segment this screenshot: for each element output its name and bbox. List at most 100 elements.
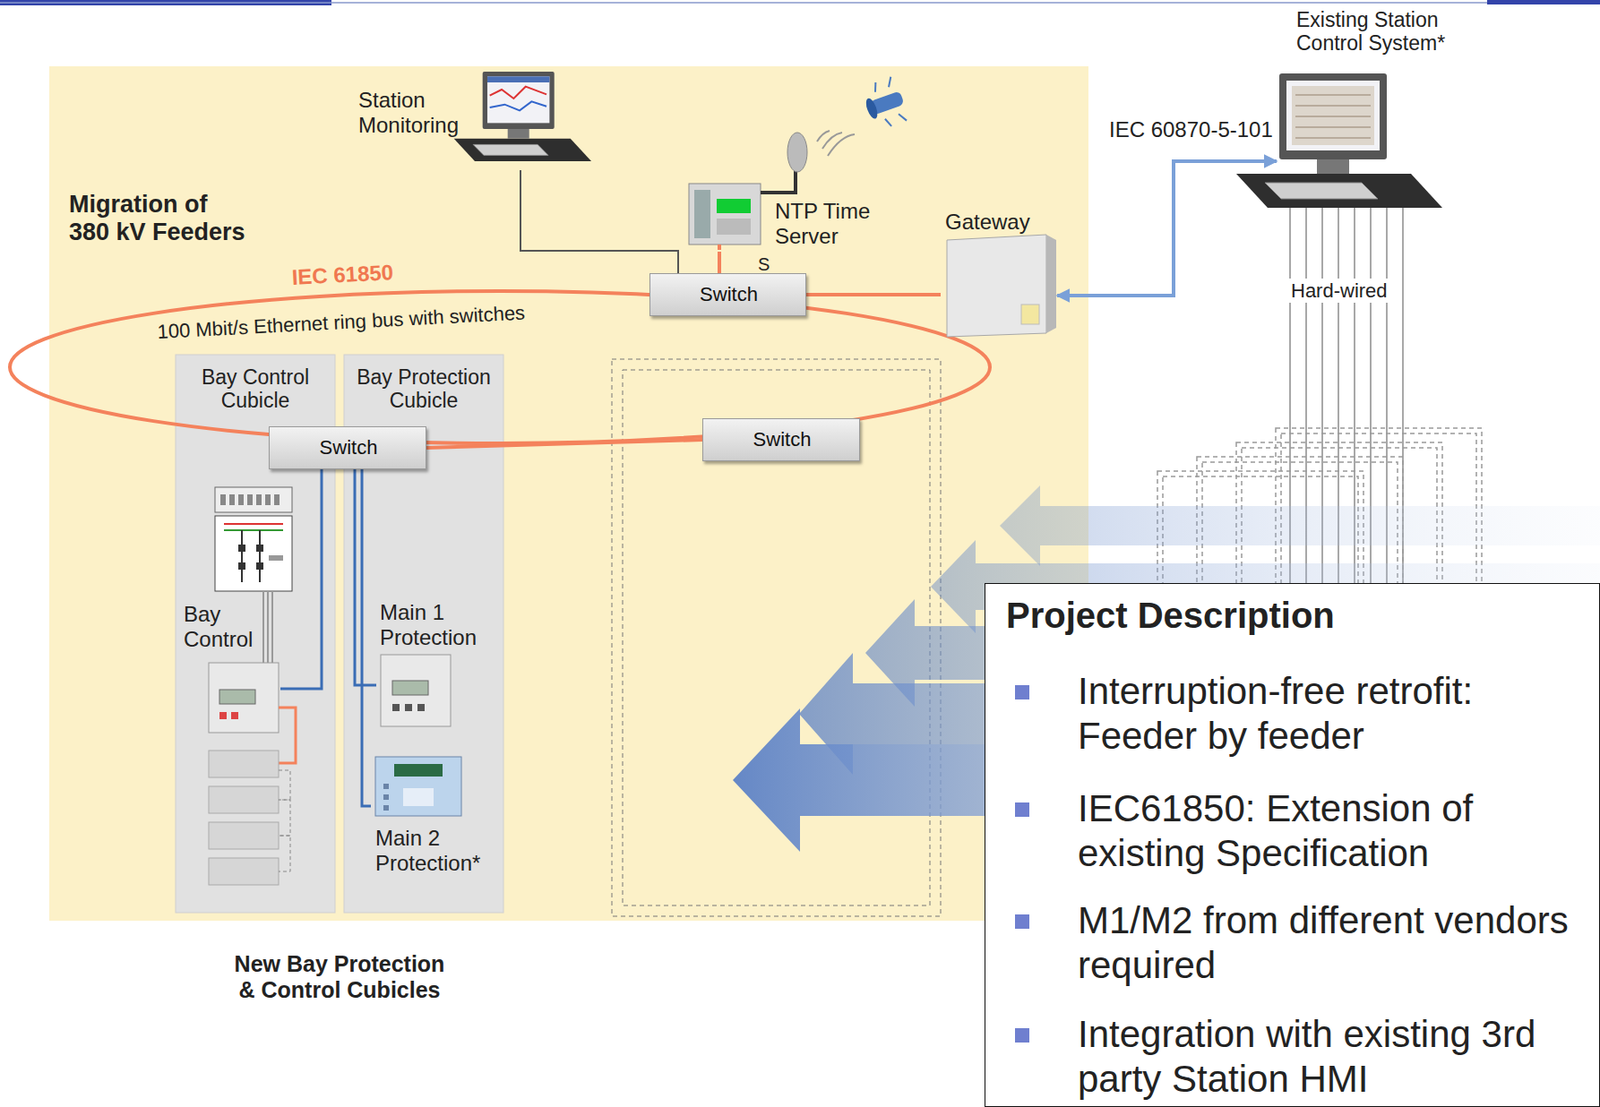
drawn-shape: [262, 591, 265, 663]
drawn-shape: [263, 591, 273, 663]
drawn-shape: [219, 712, 239, 720]
region-band: Migration of 380 kV Feeders Station Monit…: [49, 66, 1089, 921]
text-holder: Interruption-free retrofit: Feeder by fe…: [1077, 669, 1589, 760]
drawn-shape: [383, 783, 389, 790]
drawn-shape: [383, 783, 434, 811]
drawn-shape: [760, 165, 796, 193]
time-server: NTP Time Server: [685, 134, 878, 252]
connector: [717, 251, 722, 274]
drawn-shape: [1295, 104, 1371, 107]
drawn-shape: [208, 750, 279, 778]
drawn-shape: [223, 524, 284, 583]
text-holder: Main 2 Protection*: [375, 825, 487, 876]
node-text: Main 1 Protection: [379, 600, 486, 650]
drawn-shape: [716, 218, 751, 235]
drawn-shape: [0, 1, 1600, 4]
drawn-shape: [238, 562, 246, 570]
drawn-shape: [1487, 0, 1600, 5]
drawn-shape: [240, 530, 243, 583]
drawn-shape: [238, 494, 244, 506]
drawn-shape: [1295, 115, 1371, 118]
text-holder: Bay Control: [183, 602, 274, 652]
drawn-shape: [383, 805, 389, 811]
bullet-square: [1015, 802, 1030, 818]
connector: [426, 439, 703, 448]
drawn-shape: [886, 77, 895, 87]
text-holder: M1/M2 from different vendors required: [1077, 898, 1589, 990]
text-holder: Project Description: [1006, 594, 1580, 637]
drawn-shape: [380, 654, 451, 727]
drawn-shape: [278, 707, 296, 764]
diagram-label: New Bay Protection & Control Cubicles: [227, 951, 452, 1004]
text-holder: Main 1 Protection: [379, 600, 486, 650]
drawn-shape: [417, 704, 425, 712]
drawn-shape: [231, 712, 239, 720]
diagram-label: Hard-wired: [1288, 278, 1391, 303]
drawn-shape: [392, 704, 425, 712]
drawn-shape: [392, 680, 429, 696]
network-switch: Switch: [702, 418, 861, 462]
drawn-shape: [817, 130, 855, 156]
node-text: Switch: [650, 283, 808, 306]
connector: [280, 469, 322, 689]
node-text: Migration of 380 kV Feeders: [68, 190, 250, 247]
drawn-shape: [256, 494, 262, 506]
text-holder: Existing Station Control System*: [1296, 8, 1467, 56]
drawn-shape: [220, 494, 280, 506]
workstation: Existing Station Control System*: [1276, 4, 1465, 217]
drawn-shape: [219, 689, 256, 705]
drawn-shape: [1046, 234, 1057, 334]
drawn-shape: [1291, 86, 1375, 146]
label-holder: Hard-wired: [1288, 278, 1391, 303]
node-text: Integration with existing 3rd party Stat…: [1077, 1012, 1589, 1103]
node-text: NTP Time Server: [774, 198, 876, 249]
drawn-shape: [268, 555, 284, 561]
drawn-shape: [375, 756, 462, 817]
drawn-shape: [1295, 137, 1371, 139]
network-switch: Switch: [268, 426, 427, 470]
drawn-shape: [822, 132, 843, 149]
drawn-shape: [247, 494, 253, 506]
drawn-shape: [208, 822, 279, 850]
text-holder: Bay Control Cubicle: [180, 365, 331, 413]
drawn-shape: [383, 794, 389, 800]
connector: [361, 469, 371, 807]
drawn-shape: [872, 82, 879, 93]
node-text: IEC61850: Extension of existing Specific…: [1077, 786, 1589, 878]
description-box: Project DescriptionInterruption-free ret…: [984, 583, 1600, 1107]
connector: [1057, 161, 1277, 296]
drawn-shape: [215, 516, 293, 592]
protection-relay: Main 1 Protection: [376, 596, 489, 730]
drawn-shape: [208, 858, 279, 886]
node-text: Existing Station Control System*: [1296, 8, 1467, 56]
drawn-shape: [885, 117, 892, 128]
drawn-shape: [278, 770, 291, 872]
drawn-shape: [1021, 304, 1040, 325]
drawn-shape: [863, 96, 880, 121]
drawn-shape: [454, 71, 592, 162]
drawn-shape: [238, 544, 284, 570]
drawn-shape: [258, 530, 261, 583]
drawn-shape: [827, 134, 855, 156]
node-text: Project Description: [1006, 594, 1580, 637]
protection-relay: Main 2 Protection*: [370, 752, 488, 879]
drawn-shape: [898, 111, 907, 122]
node-text: M1/M2 from different vendors required: [1077, 898, 1589, 990]
text-holder: Switch: [269, 436, 428, 459]
bay-controller: Bay Control: [181, 598, 281, 735]
drawn-shape: [271, 591, 274, 663]
workstation: Station Monitoring: [353, 69, 596, 171]
drawn-shape: [229, 494, 235, 506]
drawn-shape: [1295, 94, 1371, 138]
node-text: Bay Protection Cubicle: [348, 365, 499, 413]
drawn-shape: [999, 485, 1600, 567]
drawn-shape: [208, 786, 279, 814]
text-holder: Switch: [650, 283, 808, 306]
drawn-shape: [1295, 126, 1371, 129]
drawn-shape: [220, 494, 226, 506]
node-text: Bay Control Cubicle: [180, 365, 331, 413]
drawn-shape: [490, 86, 547, 99]
text-holder: Station Monitoring: [358, 87, 471, 138]
drawn-shape: [392, 704, 400, 712]
connector: [806, 292, 941, 297]
